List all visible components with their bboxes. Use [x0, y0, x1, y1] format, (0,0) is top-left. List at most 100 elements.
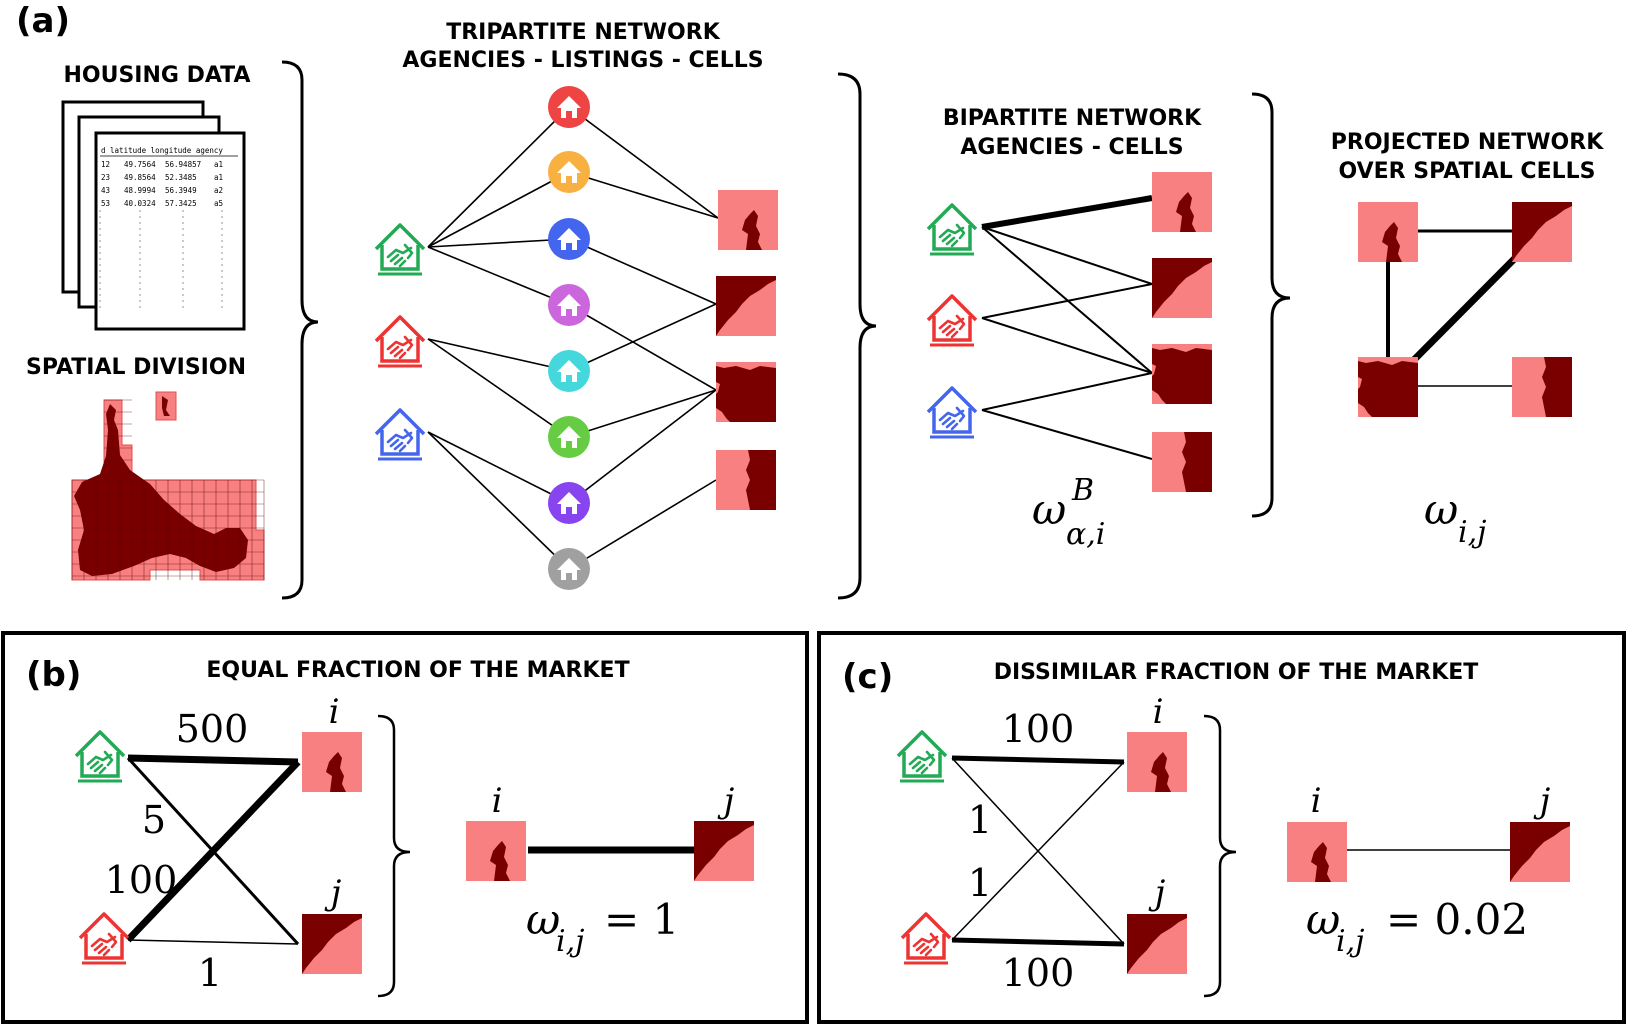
panel-b-frame — [1, 631, 809, 1024]
brace-1 — [281, 60, 319, 600]
table-cell: a5 — [214, 199, 223, 208]
panel-b-brace — [377, 714, 411, 998]
bipartite-cell-1 — [1152, 172, 1212, 232]
panel-c-label: (c) — [842, 657, 893, 697]
panel-b-projected-cell-j — [694, 821, 754, 881]
panel-c-weight-cross-a: 1 — [968, 798, 992, 842]
panel-c-agency-green-icon — [896, 730, 948, 783]
panel-c-agency-red-icon — [900, 912, 952, 965]
panel-c-weight-cross-b: 1 — [968, 861, 992, 905]
housing-data-title: HOUSING DATA — [63, 63, 250, 88]
table-cell: 53 — [101, 199, 110, 208]
brace-3 — [1251, 92, 1291, 518]
listings — [548, 86, 590, 590]
panel-b-weight-top: 500 — [176, 707, 249, 751]
table-cell: 43 — [101, 186, 110, 195]
panel-b-weight-bottom: 1 — [198, 951, 222, 995]
tripartite-cell-1 — [718, 190, 778, 250]
housing-data-pages: d latitude longitude agency 12 49.7564 56.… — [61, 100, 246, 331]
panel-b-cell-i — [302, 732, 362, 792]
bipartite-cell-4 — [1152, 432, 1212, 492]
panel-c-cell-i — [1127, 732, 1187, 792]
table-cell: 49.8564 — [124, 173, 156, 182]
tripartite-cell-3 — [716, 362, 776, 422]
table-cell: 49.7564 — [124, 160, 156, 169]
projected-cell-1 — [1358, 202, 1418, 262]
projected-cell-4 — [1512, 357, 1572, 417]
table-cell: 52.3485 — [165, 173, 197, 182]
panel-c-projected-j-label: j — [1533, 781, 1551, 821]
table-cell: a2 — [214, 186, 223, 195]
bipartite-weight-sup: B — [1071, 473, 1094, 508]
panel-b-cell-j — [302, 914, 362, 974]
table-cell: 57.3425 — [165, 199, 197, 208]
bipartite-cell-2 — [1152, 258, 1212, 318]
bipartite-agency-blue-icon — [926, 386, 978, 439]
tripartite-cell-4 — [716, 450, 776, 510]
panel-c-projected-cell-i — [1287, 822, 1347, 882]
panel-a-label: (a) — [16, 1, 70, 41]
projected-weight-sub: i,j — [1458, 515, 1486, 550]
panel-c-weight-top: 100 — [1002, 707, 1075, 751]
spatial-division-title: SPATIAL DIVISION — [26, 355, 246, 380]
agency-blue-icon — [374, 408, 426, 461]
panel-c-projected-cell-j — [1510, 822, 1570, 882]
spatial-division-map — [71, 391, 265, 581]
panel-c-projected-i-label: i — [1311, 781, 1322, 821]
bipartite-agency-red-icon — [926, 294, 978, 347]
bipartite-agency-green-icon — [926, 203, 978, 256]
projected-title-line2: OVER SPATIAL CELLS — [1339, 159, 1596, 184]
projected-weight-base: ω — [1424, 485, 1458, 534]
panel-c-frame — [817, 631, 1626, 1024]
panel-b-agency-green-icon — [74, 730, 126, 783]
panel-b-node-i-label: i — [329, 692, 340, 732]
tripartite-title-line2: AGENCIES - LISTINGS - CELLS — [402, 48, 763, 73]
brace-2 — [837, 72, 877, 600]
bipartite-title-line2: AGENCIES - CELLS — [960, 135, 1183, 160]
tripartite-cell-2 — [716, 276, 776, 336]
panel-b-projected-j-label: j — [717, 781, 735, 821]
panel-c-cell-j — [1127, 914, 1187, 974]
panel-b-title: EQUAL FRACTION OF THE MARKET — [206, 658, 629, 683]
panel-b-result-rhs: = 1 — [604, 895, 679, 944]
table-cell: 40.0324 — [124, 199, 156, 208]
panel-b-result-sub: i,j — [556, 924, 584, 959]
panel-b-weight-cross-a: 5 — [142, 798, 166, 842]
panel-b-label: (b) — [26, 655, 81, 695]
table-cell: 23 — [101, 173, 110, 182]
panel-c-edges — [951, 755, 1125, 947]
panel-b-agency-red-icon — [78, 912, 130, 965]
panel-c-brace — [1203, 714, 1237, 998]
table-header: d latitude longitude agency — [101, 146, 223, 155]
panel-c-title: DISSIMILAR FRACTION OF THE MARKET — [994, 660, 1479, 685]
panel-c-node-i-label: i — [1153, 692, 1164, 732]
table-cell: 56.94857 — [165, 160, 201, 169]
table-cell: 12 — [101, 160, 110, 169]
panel-b-node-j-label: j — [324, 873, 342, 913]
projected-title-line1: PROJECTED NETWORK — [1331, 130, 1604, 155]
table-cell: a1 — [214, 173, 223, 182]
panel-c-result-base: ω — [1306, 895, 1340, 944]
projected-cell-3 — [1358, 357, 1418, 417]
panel-b-weight-cross-b: 100 — [105, 858, 178, 902]
bipartite-weight-sub: α,i — [1066, 517, 1105, 552]
projected-cell-2 — [1512, 202, 1572, 262]
panel-b-edges — [125, 754, 301, 946]
bipartite-cell-3 — [1152, 344, 1212, 404]
tripartite-title-line1: TRIPARTITE NETWORK — [446, 20, 720, 45]
agency-red-icon — [374, 315, 426, 368]
table-cell: 56.3949 — [165, 186, 197, 195]
bipartite-edges — [981, 195, 1153, 460]
agency-green-icon — [374, 223, 426, 276]
bipartite-weight-base: ω — [1032, 485, 1066, 534]
tripartite-edges — [427, 106, 719, 570]
panel-b-projected-i-label: i — [492, 781, 503, 821]
bipartite-title-line1: BIPARTITE NETWORK — [943, 106, 1202, 131]
panel-c-weight-bottom: 100 — [1002, 951, 1075, 995]
panel-c-result-sub: i,j — [1336, 924, 1364, 959]
panel-c-node-j-label: j — [1148, 873, 1166, 913]
table-cell: 48.9994 — [124, 186, 156, 195]
panel-b-projected-cell-i — [466, 821, 526, 881]
